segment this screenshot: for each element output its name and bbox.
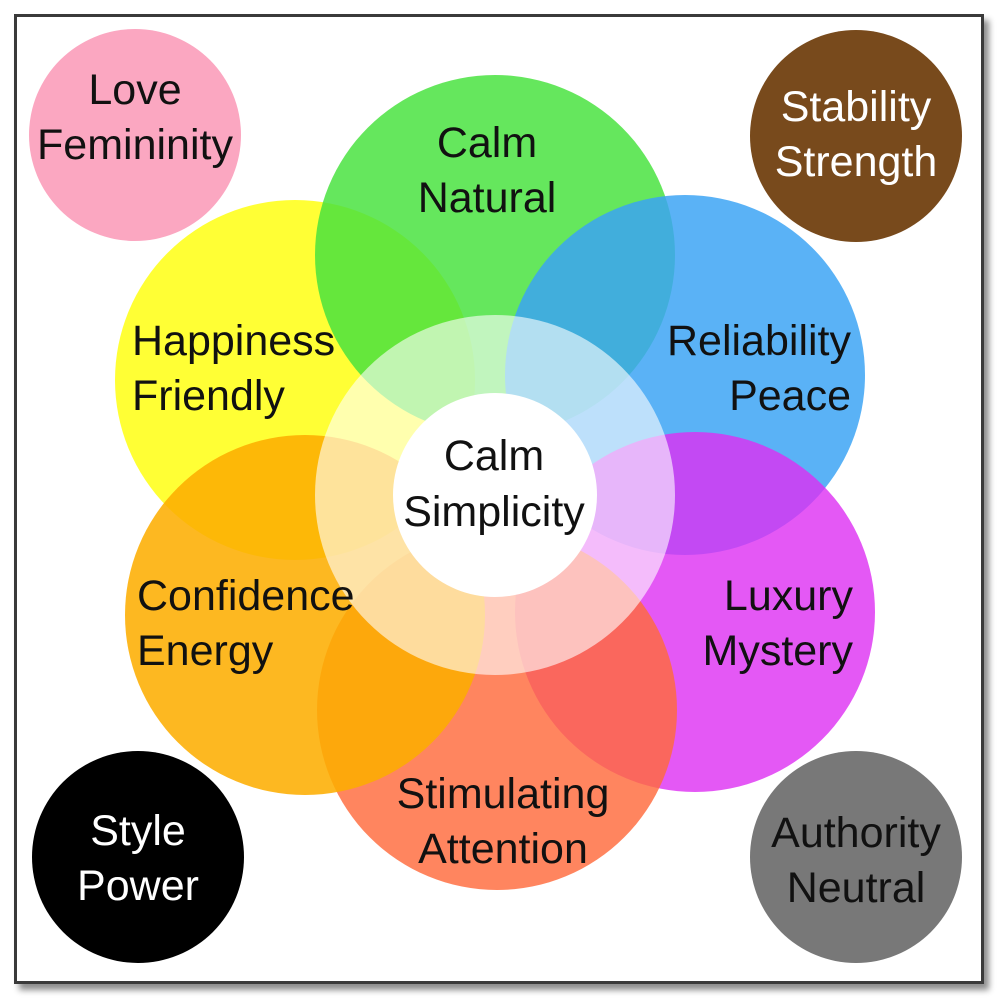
svg-text:Stability: Stability [781,83,932,131]
petal-label-green: Calm Natural [418,119,557,222]
svg-text:Stimulating: Stimulating [397,770,610,818]
svg-text:Friendly: Friendly [132,372,285,420]
corner-love-femininity: Love Femininity [29,29,241,241]
corner-circle-brown [750,30,962,242]
svg-text:Calm: Calm [444,432,544,480]
svg-text:Authority: Authority [771,809,941,857]
svg-text:Natural: Natural [418,174,557,222]
svg-text:Reliability: Reliability [667,317,852,365]
corner-circle-black [32,751,244,963]
petal-label-purple: Luxury Mystery [703,572,854,675]
corner-circle-pink [29,29,241,241]
svg-text:Peace: Peace [729,372,851,420]
svg-text:Simplicity: Simplicity [403,488,585,536]
petal-label-blue: Reliability Peace [667,317,852,420]
svg-text:Happiness: Happiness [132,317,335,365]
svg-text:Calm: Calm [437,119,537,167]
petal-label-orange: Confidence Energy [137,572,355,675]
svg-text:Confidence: Confidence [137,572,355,620]
svg-text:Style: Style [90,807,186,855]
svg-text:Energy: Energy [137,627,274,675]
svg-text:Attention: Attention [418,825,588,873]
corner-circle-gray [750,751,962,963]
corner-stability-strength: Stability Strength [750,30,962,242]
svg-text:Luxury: Luxury [724,572,854,620]
svg-text:Love: Love [88,66,181,114]
svg-text:Neutral: Neutral [787,864,926,912]
svg-text:Power: Power [77,862,199,910]
petal-label-yellow: Happiness Friendly [132,317,335,420]
svg-text:Femininity: Femininity [37,121,233,169]
corner-authority-neutral: Authority Neutral [750,751,962,963]
petal-label-red: Stimulating Attention [397,770,610,873]
svg-text:Mystery: Mystery [703,627,854,675]
svg-text:Strength: Strength [775,138,938,186]
center-circle [393,393,597,597]
center-label: Calm Simplicity [403,432,585,536]
corner-style-power: Style Power [32,751,244,963]
